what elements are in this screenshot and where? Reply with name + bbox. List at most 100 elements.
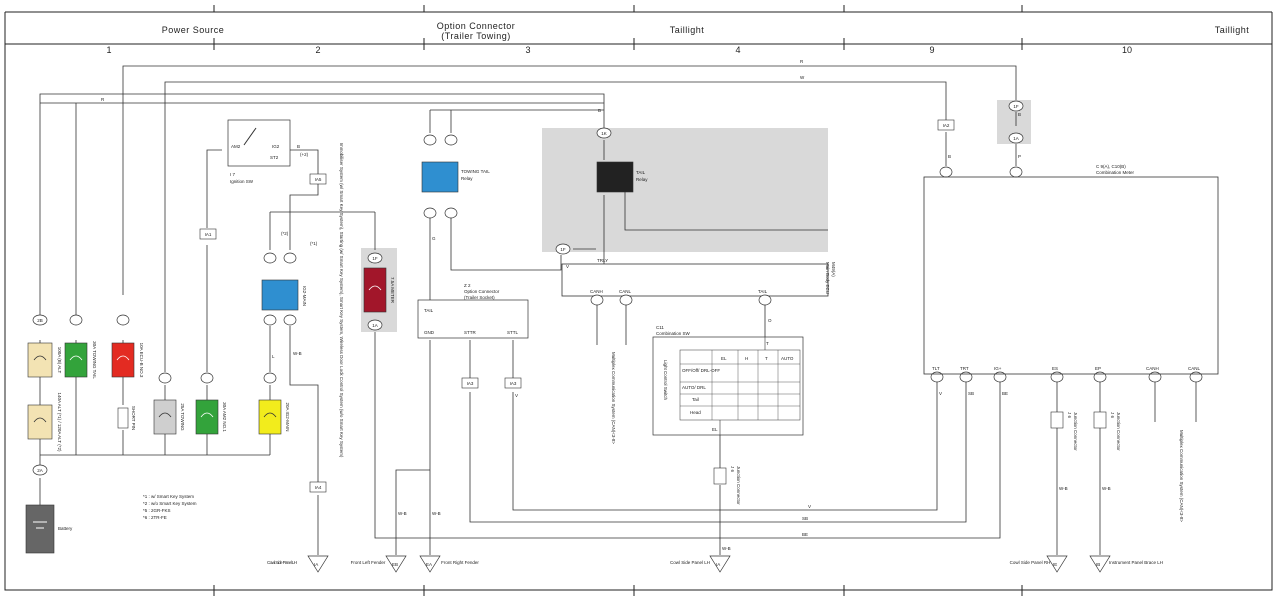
svg-text:EP: EP bbox=[1095, 366, 1101, 371]
column-3: 3 bbox=[525, 45, 530, 55]
svg-text:1F: 1F bbox=[560, 247, 566, 252]
combination-meter: C 9(A), C10(B) Combination Meter TLT TRT… bbox=[923, 164, 1219, 522]
svg-text:V: V bbox=[566, 264, 569, 269]
svg-text:P: P bbox=[1018, 154, 1021, 159]
svg-text:Combination Meter: Combination Meter bbox=[1096, 170, 1135, 175]
svg-text:Front Right Fender: Front Right Fender bbox=[441, 560, 479, 565]
fuse-100a-alt: 100A (B) ALT bbox=[27, 342, 62, 378]
svg-text:30A TOWING TAIL: 30A TOWING TAIL bbox=[92, 341, 97, 379]
ignition-switch: AM2 IG2 ST2 I 7 Ignition SW bbox=[227, 119, 291, 184]
svg-text:IA2: IA2 bbox=[943, 123, 950, 128]
junction-connectors bbox=[713, 411, 1107, 485]
svg-text:IA1: IA1 bbox=[205, 232, 212, 237]
svg-text:2B: 2B bbox=[37, 318, 43, 323]
fuse-30a-am2: 30A AM2 NO.1 bbox=[195, 399, 227, 435]
fuse-30a-towing-tail: 30A TOWING TAIL bbox=[64, 341, 97, 379]
svg-text:*6 : 2TR-FE: *6 : 2TR-FE bbox=[143, 515, 167, 520]
section-option-connector-sub: (Trailer Towing) bbox=[441, 31, 511, 41]
svg-text:(*1): (*1) bbox=[310, 241, 318, 246]
svg-text:7.5A METER: 7.5A METER bbox=[390, 277, 395, 304]
svg-text:B: B bbox=[297, 144, 300, 149]
svg-text:IA: IA bbox=[716, 562, 720, 567]
svg-text:OFF/Off/ DRL-OFF: OFF/Off/ DRL-OFF bbox=[682, 368, 720, 373]
svg-text:V: V bbox=[939, 391, 942, 396]
ground-labels: IA Cowl Side Panel LH EB Front Left Fend… bbox=[267, 560, 1163, 567]
svg-text:Cowl Side Panel RH: Cowl Side Panel RH bbox=[1010, 560, 1051, 565]
svg-text:Relay: Relay bbox=[461, 176, 473, 181]
svg-text:TRT: TRT bbox=[960, 366, 969, 371]
svg-text:IG2-MAIN: IG2-MAIN bbox=[302, 286, 307, 306]
svg-text:(*2): (*2) bbox=[281, 231, 289, 236]
svg-text:AUTO/ DRL: AUTO/ DRL bbox=[682, 385, 706, 390]
svg-text:Ignition SW: Ignition SW bbox=[230, 179, 254, 184]
section-taillight-2: Taillight bbox=[1215, 25, 1250, 35]
svg-text:Combination SW: Combination SW bbox=[656, 331, 691, 336]
svg-text:Battery: Battery bbox=[58, 526, 73, 531]
svg-text:B: B bbox=[948, 154, 951, 159]
svg-text:CANH: CANH bbox=[1146, 366, 1159, 371]
svg-text:Head: Head bbox=[690, 410, 701, 415]
svg-text:Junction Connector: Junction Connector bbox=[1116, 412, 1121, 451]
ig2-main-relay: IG2-MAIN bbox=[261, 279, 307, 311]
svg-text:CANL: CANL bbox=[619, 289, 632, 294]
svg-text:GND: GND bbox=[424, 330, 435, 335]
svg-text:ST2: ST2 bbox=[270, 155, 279, 160]
svg-text:V: V bbox=[515, 393, 518, 398]
svg-text:T: T bbox=[766, 341, 769, 346]
svg-text:Tail: Tail bbox=[692, 397, 699, 402]
svg-text:BE: BE bbox=[802, 532, 808, 537]
tail-relay-shade bbox=[542, 128, 828, 252]
svg-text:TAIL: TAIL bbox=[758, 289, 768, 294]
svg-text:W: W bbox=[800, 75, 805, 80]
svg-text:Junction Connector: Junction Connector bbox=[1073, 412, 1078, 451]
svg-text:C 9(A), C10(B): C 9(A), C10(B) bbox=[1096, 164, 1126, 169]
wire-labels: R W R B B G L W-B V V V SB BE W-B W-B W-… bbox=[101, 59, 1111, 551]
svg-text:1A: 1A bbox=[1013, 136, 1019, 141]
svg-text:W-B: W-B bbox=[1102, 486, 1111, 491]
svg-text:STTL: STTL bbox=[507, 330, 518, 335]
section-taillight-1: Taillight bbox=[670, 25, 705, 35]
svg-text:30A AM2 NO.1: 30A AM2 NO.1 bbox=[222, 402, 227, 432]
svg-text:Front Left Fender: Front Left Fender bbox=[351, 560, 386, 565]
svg-text:10A ECU-B NO.3: 10A ECU-B NO.3 bbox=[139, 343, 144, 378]
svg-text:*1 : w/ Smart Key System: *1 : w/ Smart Key System bbox=[143, 494, 194, 499]
svg-text:IA3: IA3 bbox=[510, 381, 517, 386]
svg-text:1A: 1A bbox=[372, 323, 378, 328]
section-option-connector: Option Connector bbox=[437, 21, 516, 31]
svg-text:Main Body ECU: Main Body ECU bbox=[825, 262, 830, 294]
svg-text:IA4: IA4 bbox=[315, 485, 322, 490]
svg-text:IG+: IG+ bbox=[994, 366, 1002, 371]
column-1: 1 bbox=[106, 45, 111, 55]
svg-text:W-B: W-B bbox=[432, 511, 441, 516]
svg-text:*5 : 2GR-FKS: *5 : 2GR-FKS bbox=[143, 508, 171, 513]
svg-text:AUTO: AUTO bbox=[781, 356, 794, 361]
svg-text:Junction Connector: Junction Connector bbox=[736, 466, 741, 505]
svg-text:IA5: IA5 bbox=[315, 177, 322, 182]
wiring-lines bbox=[39, 65, 1197, 555]
svg-text:O: O bbox=[768, 318, 772, 323]
svg-text:R: R bbox=[800, 59, 804, 64]
svg-text:I 7: I 7 bbox=[230, 172, 236, 177]
fuse-short-pin: SHORT PIN bbox=[117, 406, 136, 430]
svg-text:20A IG2-MAIN: 20A IG2-MAIN bbox=[285, 402, 290, 431]
fuse-140a-alt: 140A ALT (*1) / 120A ALT (*2) bbox=[27, 393, 62, 452]
svg-text:TLT: TLT bbox=[932, 366, 940, 371]
svg-text:J 6: J 6 bbox=[730, 466, 735, 473]
fuse-25a-towing: 25A TOWING bbox=[153, 399, 185, 435]
svg-text:Light Control Switch: Light Control Switch bbox=[663, 360, 668, 401]
svg-text:Cowl Side Panel LH: Cowl Side Panel LH bbox=[267, 560, 297, 565]
option-connector: TAIL GND STTR STTL Z 2 Option Connector … bbox=[417, 283, 529, 339]
svg-text:CANH: CANH bbox=[590, 289, 603, 294]
svg-text:*2 : w/o Smart Key System: *2 : w/o Smart Key System bbox=[143, 501, 197, 506]
svg-text:J 6: J 6 bbox=[1067, 412, 1072, 419]
svg-text:BE: BE bbox=[1002, 391, 1008, 396]
connector-bubbles bbox=[32, 100, 1203, 476]
connector-codes: 2B 2A 1K 1F 1F 1A 1F 1A bbox=[37, 104, 1019, 473]
main-body-ecu: TRLY CANH CANL TAIL M49(A) Main Body ECU… bbox=[590, 258, 836, 444]
svg-text:T: T bbox=[765, 356, 768, 361]
junction-labels: J 6 Junction Connector J 6 Junction Conn… bbox=[730, 412, 1121, 505]
relay-side-note: Immobiliser System (w/ Smart Key System)… bbox=[339, 143, 344, 458]
column-4: 4 bbox=[735, 45, 740, 55]
svg-text:(+2): (+2) bbox=[300, 152, 309, 157]
